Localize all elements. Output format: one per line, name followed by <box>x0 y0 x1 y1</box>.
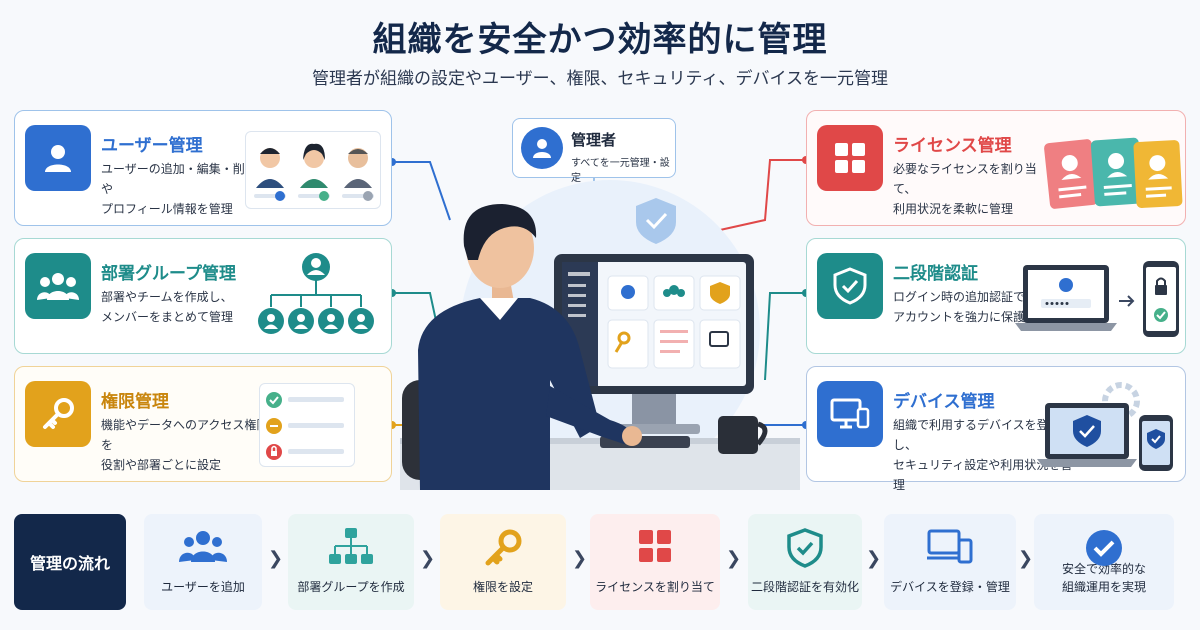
laptop-phone-auth-icon <box>1015 261 1179 337</box>
org-chart-icon <box>288 528 414 566</box>
two-factor-desc: ログイン時の追加認証で アカウントを強力に保護 <box>893 290 1026 324</box>
flow-step-create-group: 部署グループを作成 <box>288 514 414 610</box>
license-management-card[interactable]: ライセンス管理 必要なライセンスを割り当て、 利用状況を柔軟に管理 <box>806 110 1186 226</box>
device-management-desc: 組織で利用するデバイスを登録し、 セキュリティ設定や利用状況を管理 <box>893 418 1073 492</box>
flow-step-label: ライセンスを割り当て <box>595 580 715 594</box>
group-management-card[interactable]: 部署グループ管理 部署やチームを作成し、 メンバーをまとめて管理 <box>14 238 392 354</box>
page-title: 組織を安全かつ効率的に管理 <box>372 20 828 60</box>
flow-step-set-permission: 権限を設定 <box>440 514 566 610</box>
admin-desc: すべてを一元管理・設定 <box>571 158 670 184</box>
flow-step-assign-license: ライセンスを割り当て <box>590 514 720 610</box>
flow-label: 管理の流れ <box>29 554 110 573</box>
user-management-desc: ユーザーの追加・編集・削除や プロフィール情報を管理 <box>101 162 257 216</box>
admin-card[interactable]: 管理者 すべてを一元管理・設定 <box>512 118 676 184</box>
shield-icon <box>636 198 676 244</box>
chevron-right-icon: ❯ <box>268 548 284 569</box>
flow-step-label: デバイスを登録・管理 <box>890 580 1010 594</box>
org-chart-icon <box>258 253 374 334</box>
admin-user-icon <box>521 127 563 169</box>
group-management-desc: 部署やチームを作成し、 メンバーをまとめて管理 <box>101 290 234 324</box>
admin-at-desk-illustration <box>400 180 800 490</box>
two-factor-card[interactable]: 二段階認証 ログイン時の追加認証で アカウントを強力に保護 <box>806 238 1186 354</box>
users-icon <box>144 528 262 564</box>
group-icon <box>25 253 91 319</box>
avatar-icon <box>254 143 374 201</box>
two-factor-title: 二段階認証 <box>893 264 978 284</box>
chevron-right-icon: ❯ <box>726 548 742 569</box>
key-icon <box>25 381 91 447</box>
shield-check-icon <box>748 528 862 568</box>
chevron-right-icon: ❯ <box>1018 548 1034 569</box>
device-management-title: デバイス管理 <box>893 392 995 412</box>
permission-management-desc: 機能やデータへのアクセス権限を 役割や部署ごとに設定 <box>101 418 269 472</box>
group-management-title: 部署グループ管理 <box>101 264 236 284</box>
license-management-title: ライセンス管理 <box>893 136 1012 156</box>
flow-label-box: 管理の流れ <box>14 514 126 610</box>
flow-step-label: 安全で効率的な 組織運用を実現 <box>1061 562 1146 594</box>
laptop-phone-shield-icon <box>1037 382 1173 471</box>
chevron-right-icon: ❯ <box>866 548 882 569</box>
key-icon <box>440 528 566 568</box>
shield-icon <box>817 253 883 319</box>
user-management-card[interactable]: ユーザー管理 ユーザーの追加・編集・削除や プロフィール情報を管理 <box>14 110 392 226</box>
devices-icon <box>817 381 883 447</box>
flow-step-secure-operation: 安全で効率的な 組織運用を実現 <box>1034 514 1174 610</box>
grid-icon <box>590 528 720 564</box>
user-management-title: ユーザー管理 <box>101 136 203 156</box>
page-subtitle: 管理者が組織の設定やユーザー、権限、セキュリティ、デバイスを一元管理 <box>312 69 888 89</box>
flow-step-add-user: ユーザーを追加 <box>144 514 262 610</box>
permission-management-title: 権限管理 <box>101 392 169 412</box>
flow-step-label: 部署グループを作成 <box>297 580 405 594</box>
flow-step-enable-2fa: 二段階認証を有効化 <box>748 514 862 610</box>
license-cards-icon <box>1044 137 1183 209</box>
flow-step-register-device: デバイスを登録・管理 <box>884 514 1016 610</box>
check-circle-icon <box>1034 528 1174 568</box>
chevron-right-icon: ❯ <box>420 548 436 569</box>
chevron-right-icon: ❯ <box>572 548 588 569</box>
flow-step-label: 二段階認証を有効化 <box>750 580 859 594</box>
permission-management-card[interactable]: 権限管理 機能やデータへのアクセス権限を 役割や部署ごとに設定 <box>14 366 392 482</box>
flow-step-label: ユーザーを追加 <box>161 580 245 594</box>
flow-step-label: 権限を設定 <box>472 580 533 594</box>
user-avatars-panel <box>245 131 381 209</box>
grid-icon <box>817 125 883 191</box>
permission-list-panel <box>259 383 355 467</box>
device-management-card[interactable]: デバイス管理 組織で利用するデバイスを登録し、 セキュリティ設定や利用状況を管理 <box>806 366 1186 492</box>
user-icon <box>25 125 91 191</box>
devices-icon <box>884 528 1016 566</box>
license-management-desc: 必要なライセンスを割り当て、 利用状況を柔軟に管理 <box>893 162 1037 216</box>
admin-title: 管理者 <box>571 131 617 149</box>
